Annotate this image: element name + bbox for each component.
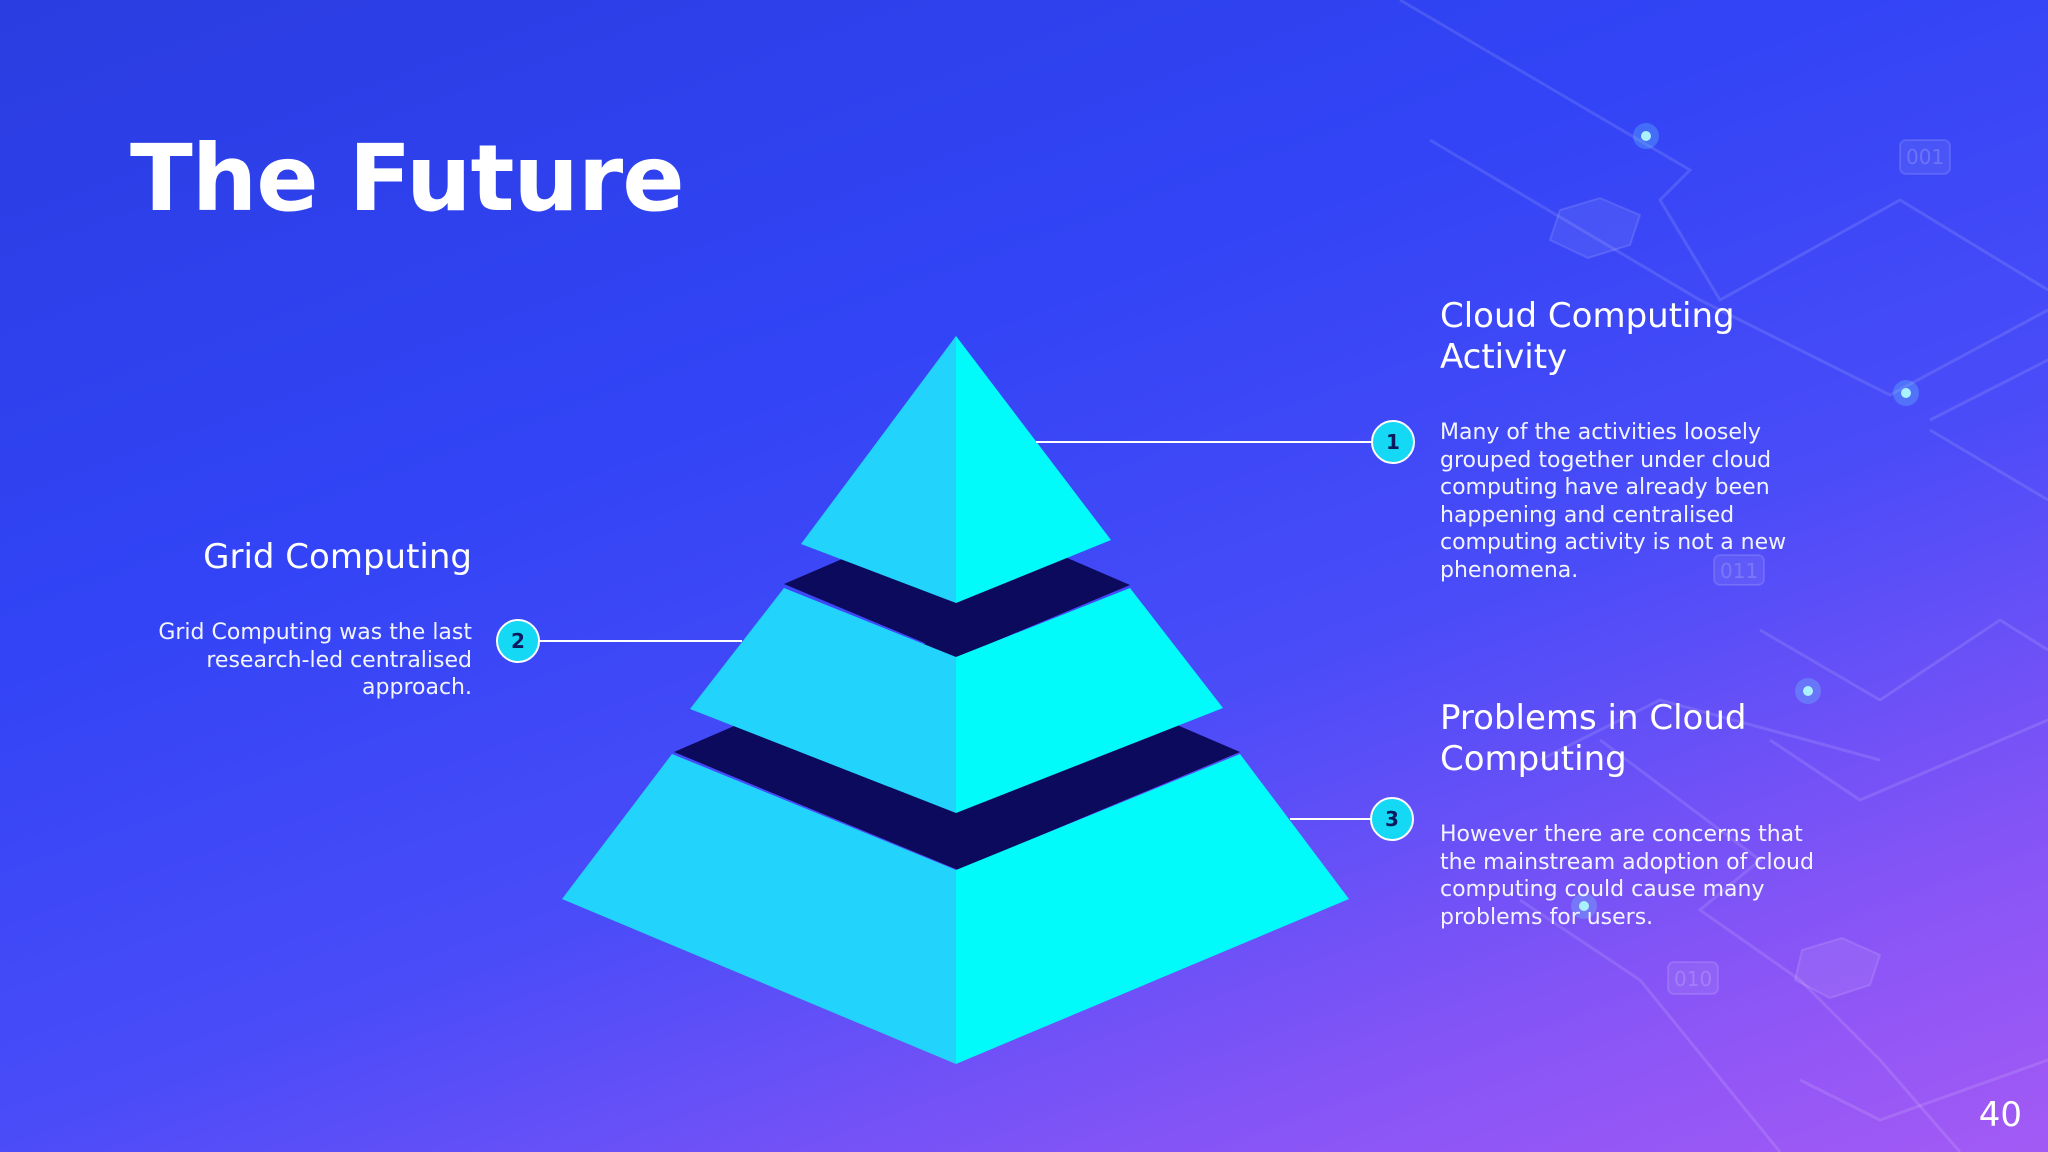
item-1-body: Many of the activities loosely grouped t… bbox=[1440, 420, 1787, 583]
bg-label-011: 011 bbox=[1720, 559, 1758, 583]
pyramid-tier-3 bbox=[562, 754, 1349, 1064]
item-3-body: However there are concerns that the main… bbox=[1440, 822, 1814, 930]
bg-label-010: 010 bbox=[1674, 967, 1712, 991]
item-3-heading: Problems in Cloud Computing bbox=[1440, 698, 1880, 780]
badge-3-number: 3 bbox=[1385, 807, 1399, 831]
item-1-heading: Cloud Computing Activity bbox=[1440, 296, 1880, 378]
pyramid-tier-1 bbox=[801, 336, 1111, 603]
badge-3: 3 bbox=[1370, 797, 1414, 841]
pyramid-tier-2 bbox=[690, 588, 1223, 813]
item-1-heading-line2: Activity bbox=[1440, 337, 1568, 377]
item-2-heading: Grid Computing bbox=[203, 537, 472, 577]
bg-label-001: 001 bbox=[1906, 145, 1944, 169]
item-1-heading-line1: Cloud Computing bbox=[1440, 296, 1735, 336]
item-3-heading-line1: Problems in Cloud bbox=[1440, 698, 1747, 738]
slide-title: The Future bbox=[130, 125, 685, 232]
item-3-heading-line2: Computing bbox=[1440, 739, 1627, 779]
page-number: 40 bbox=[1978, 1095, 2022, 1135]
badge-1-number: 1 bbox=[1386, 430, 1400, 454]
item-2-body: Grid Computing was the last research-led… bbox=[158, 620, 472, 700]
badge-2-number: 2 bbox=[511, 629, 525, 653]
badge-1: 1 bbox=[1371, 420, 1415, 464]
badge-2: 2 bbox=[496, 619, 540, 663]
